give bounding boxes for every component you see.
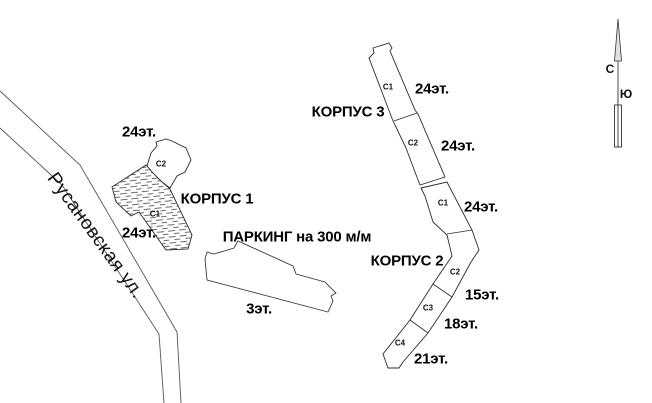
korpus2-section-c3-label: С3 [422,303,434,313]
korpus3-title: КОРПУС 3 [311,103,385,121]
korpus2-section-c4-label: С4 [394,338,406,348]
korpus2-c2-floors-label: 15эт. [465,286,499,304]
korpus2-c1-floors-label: 24эт. [464,198,498,216]
korpus2-section-c2-label: С2 [449,267,461,277]
compass-needle-north [614,18,622,62]
korpus2-title: КОРПУС 2 [370,252,444,270]
korpus3-section-c1-label: С1 [382,82,394,92]
korpus1-c2-floors-label: 24эт. [122,123,156,141]
korpus3-c1-floors-label: 24эт. [415,80,449,98]
parking-title: ПАРКИНГ на 300 м/м [222,228,372,246]
parking-floors-label: 3эт. [246,300,272,318]
korpus3-divider [393,112,418,122]
korpus1-section-c2-shape [146,138,192,189]
korpus2-c3-floors-label: 18эт. [444,315,478,333]
korpus2-c4-floors-label: 21эт. [414,350,448,368]
korpus1-section-c2-label: С2 [155,159,167,169]
parking-shape [204,240,337,313]
compass [614,18,622,148]
korpus1-title: КОРПУС 1 [180,190,254,208]
korpus3-section-c2-label: С2 [407,138,419,148]
compass-north-label: С [605,62,615,76]
korpus1-section-c1-shape [111,164,193,251]
korpus2-dividers [409,229,473,334]
compass-south-label: Ю [619,87,633,101]
korpus1-c1-floors-label: 24эт. [122,224,156,242]
korpus3-shape [368,42,446,186]
korpus3-c2-floors-label: 24эт. [441,137,475,155]
korpus1-section-c1-label: С1 [149,209,161,219]
street-lines [0,90,182,403]
korpus2-section-c1-label: С1 [437,198,449,208]
